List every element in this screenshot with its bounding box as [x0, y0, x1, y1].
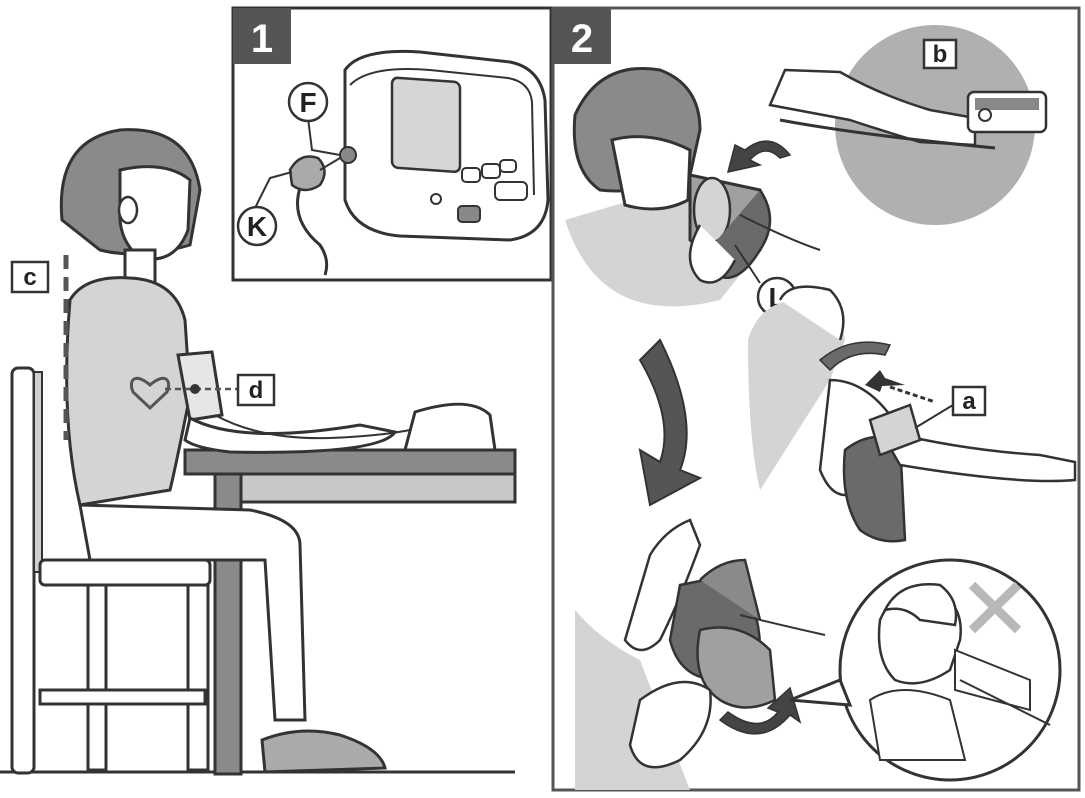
callout-c-label: c — [23, 264, 36, 291]
callout-K-label: K — [247, 211, 267, 242]
callout-d-label: d — [249, 377, 264, 404]
plug-connector — [290, 157, 325, 191]
panel-step-1: 1 F K — [233, 8, 551, 280]
bp-monitor — [340, 51, 548, 240]
callout-a-label: a — [962, 388, 976, 415]
callout-b-label: b — [933, 41, 948, 68]
monitor-device — [405, 404, 495, 450]
table — [185, 450, 515, 774]
callout-F-label: F — [299, 87, 316, 118]
panel-step-2: 2 b L — [553, 8, 1079, 790]
step-2-number: 2 — [571, 17, 593, 61]
step-1-number: 1 — [251, 17, 273, 61]
